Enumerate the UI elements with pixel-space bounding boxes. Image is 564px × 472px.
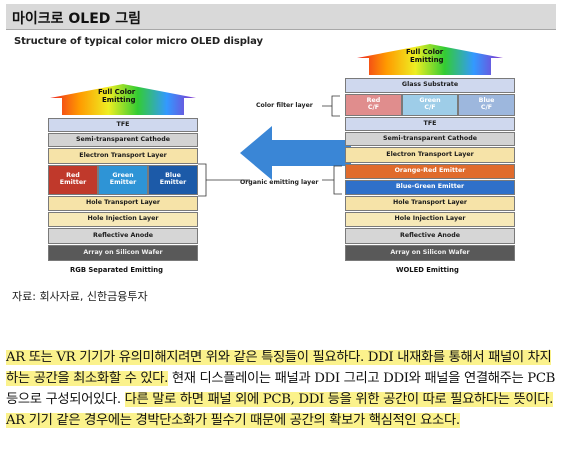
left-tfe-layer: TFE (48, 118, 198, 132)
right-cathode-layer: Semi-transparent Cathode (345, 132, 515, 146)
left-emitting-arrow-icon (50, 84, 196, 115)
left-caption: RGB Separated Emitting (70, 266, 163, 274)
body-paragraph: AR 또는 VR 기기가 유의미해지려면 위와 같은 특징들이 필요하다. DD… (6, 347, 558, 431)
left-blue-emitter: Blue Emitter (148, 165, 198, 195)
right-htl-layer: Hole Transport Layer (345, 196, 515, 211)
right-glass-layer: Glass Substrate (345, 78, 515, 93)
organic-left-bracket-icon (198, 163, 250, 197)
left-hil-layer: Hole Injection Layer (48, 212, 198, 227)
right-blue-cf: Blue C/F (458, 94, 515, 116)
right-substrate-layer: Array on Silicon Wafer (345, 245, 515, 261)
organic-layer-label: Organic emitting layer (240, 179, 319, 186)
right-emitting-arrow-icon (357, 44, 503, 75)
color-filter-bracket-icon (322, 95, 340, 117)
left-green-emitter: Green Emitter (98, 165, 148, 195)
plain-text: 현재 디스플레이는 패널과 DDI 그리고 DDI와 패널을 연결해주는 PCB… (6, 371, 556, 407)
right-green-cf: Green C/F (402, 94, 458, 116)
color-filter-label: Color filter layer (256, 102, 313, 109)
oled-structure-figure: Structure of typical color micro OLED di… (10, 32, 554, 284)
figure-title: Structure of typical color micro OLED di… (14, 36, 263, 47)
right-hil-layer: Hole Injection Layer (345, 212, 515, 227)
right-emitting-label-2: Emitting (410, 56, 444, 64)
left-emitting-label-2: Emitting (102, 96, 136, 104)
right-red-cf: Red C/F (345, 94, 402, 116)
right-orange-red-emitter: Orange-Red Emitter (345, 164, 515, 179)
right-etl-layer: Electron Transport Layer (345, 147, 515, 163)
right-tfe-layer: TFE (345, 117, 515, 131)
left-substrate-layer: Array on Silicon Wafer (48, 245, 198, 261)
section-title: 마이크로 OLED 그림 (12, 11, 142, 27)
source-note: 자료: 회사자료, 신한금융투자 (12, 290, 148, 303)
right-blue-green-emitter: Blue-Green Emitter (345, 180, 515, 195)
left-anode-layer: Reflective Anode (48, 228, 198, 244)
section-header-bar: 마이크로 OLED 그림 (6, 4, 556, 30)
right-caption: WOLED Emitting (396, 266, 459, 274)
left-arrow-icon (240, 126, 351, 180)
right-emitting-label-1: Full Color (406, 48, 444, 56)
left-etl-layer: Electron Transport Layer (48, 148, 198, 164)
left-cathode-layer: Semi-transparent Cathode (48, 133, 198, 147)
left-htl-layer: Hole Transport Layer (48, 196, 198, 211)
left-red-emitter: Red Emitter (48, 165, 98, 195)
organic-right-bracket-icon (322, 165, 342, 195)
right-anode-layer: Reflective Anode (345, 228, 515, 244)
left-emitting-label-1: Full Color (98, 88, 136, 96)
